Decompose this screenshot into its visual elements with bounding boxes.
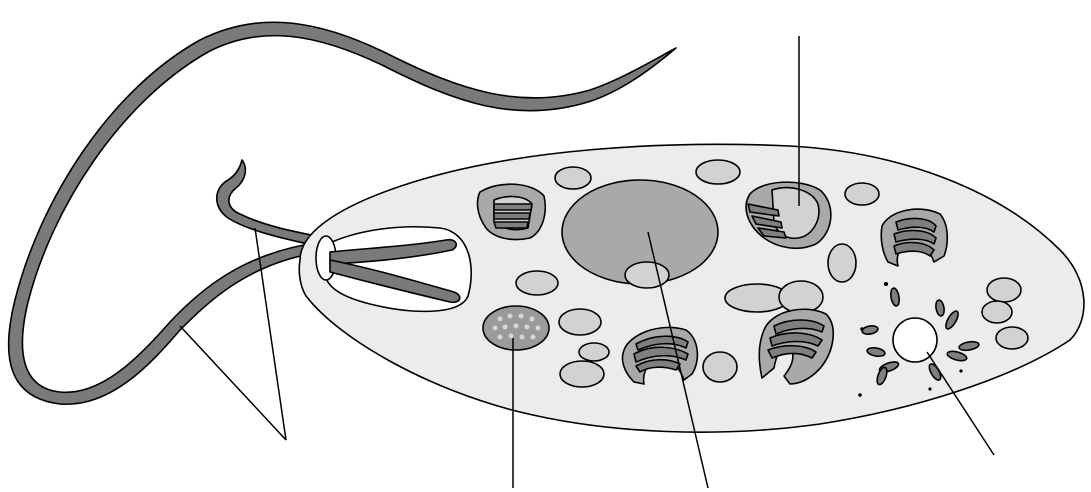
nucleolus [625, 262, 669, 288]
paramylon-body [559, 309, 601, 335]
paramylon-body [555, 167, 591, 189]
leader-line-flagellum-long [180, 326, 286, 440]
paramylon-body [516, 271, 558, 295]
short-flagellum [217, 160, 326, 248]
paramylon-body [703, 352, 737, 382]
paramylon-body [779, 281, 823, 313]
paramylon-body [579, 343, 609, 361]
paramylon-body [696, 160, 740, 184]
paramylon-body [996, 327, 1028, 349]
paramylon-body [845, 183, 879, 205]
paramylon-body [982, 301, 1012, 323]
paramylon-body [828, 244, 856, 282]
contractile-vacuole [893, 318, 937, 362]
paramylon-body [560, 361, 604, 387]
paramylon-body [987, 278, 1021, 302]
